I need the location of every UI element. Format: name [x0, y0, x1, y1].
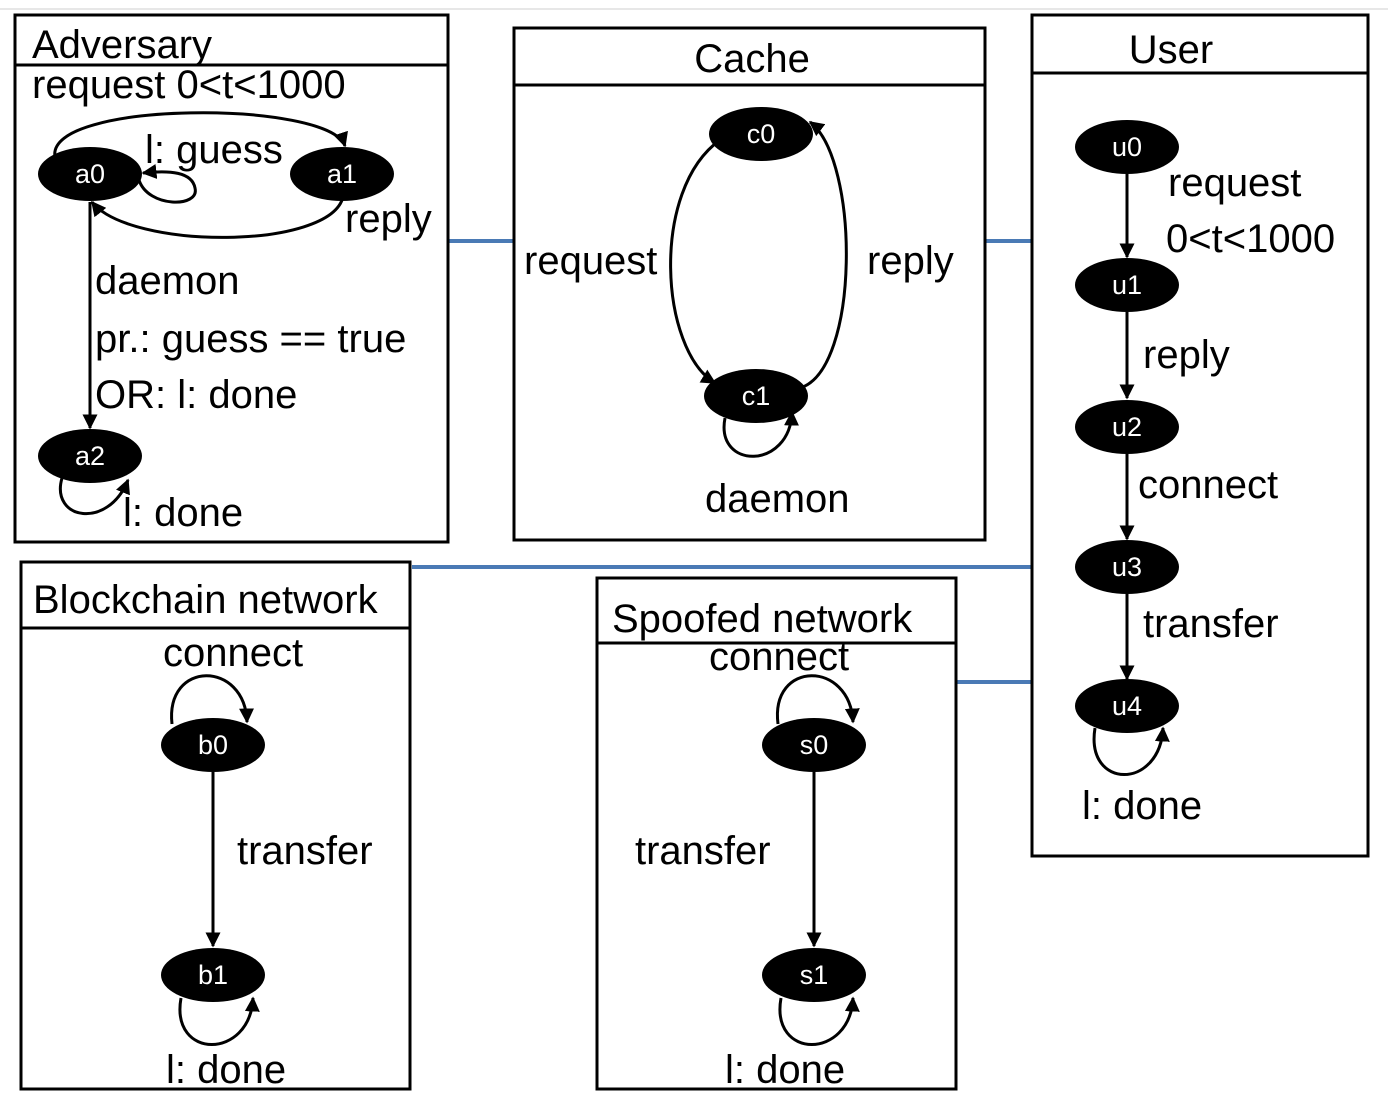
cache-edge-c0-c1-request — [669, 138, 721, 385]
user-title: User — [1129, 28, 1213, 72]
spoofed-state-s1 — [762, 948, 866, 1002]
cache-edge-c1-c0-reply — [799, 120, 848, 390]
cache-box — [512, 26, 987, 542]
user-state-u0 — [1075, 120, 1179, 174]
cache-automaton: Cache c0 c1 request reply daemon — [512, 26, 987, 542]
blockchain-state-b1 — [161, 948, 265, 1002]
spoofed-label-done: l: done — [725, 1048, 845, 1092]
user-label-request: request — [1168, 161, 1301, 205]
spoofed-edge-s1-self-done — [778, 996, 860, 1046]
spoofed-state-s0-label: s0 — [800, 730, 829, 760]
blockchain-label-transfer: transfer — [237, 829, 373, 873]
adversary-state-a0-label: a0 — [75, 159, 105, 189]
user-label-transfer: transfer — [1143, 602, 1279, 646]
cache-label-reply: reply — [867, 239, 954, 283]
user-state-u2 — [1075, 400, 1179, 454]
user-state-u1 — [1075, 258, 1179, 312]
spoofed-automaton: Spoofed network s0 s1 connect transfer l… — [595, 576, 958, 1092]
spoofed-state-s0 — [762, 718, 866, 772]
user-state-u2-label: u2 — [1112, 412, 1142, 442]
blockchain-automaton: Blockchain network b0 b1 connect transfe… — [19, 560, 412, 1092]
spoofed-label-transfer: transfer — [635, 829, 771, 873]
cache-edge-c1-self-daemon — [722, 410, 800, 458]
adversary-label-done: l: done — [123, 491, 243, 535]
adversary-edge-a0-self-guess — [137, 164, 197, 204]
blockchain-label-done: l: done — [166, 1048, 286, 1092]
user-automaton: User u0 u1 u2 u3 u4 request 0<t<1000 rep… — [1030, 13, 1370, 858]
blockchain-label-connect: connect — [163, 631, 303, 675]
adversary-edge-a0-a1-request — [53, 111, 348, 158]
user-state-u0-label: u0 — [1112, 132, 1142, 162]
adversary-label-request: request 0<t<1000 — [32, 63, 346, 107]
adversary-state-a2 — [38, 429, 142, 483]
blockchain-state-b0 — [161, 718, 265, 772]
adversary-edge-a1-a0-reply — [90, 196, 345, 239]
connector-lines — [412, 239, 1032, 684]
blockchain-edge-b1-self-done — [178, 996, 260, 1046]
user-label-done: l: done — [1082, 784, 1202, 828]
adversary-label-reply: reply — [345, 197, 432, 241]
cache-label-daemon: daemon — [705, 477, 850, 521]
blockchain-edge-b0-self-connect — [170, 674, 255, 725]
spoofed-label-connect: connect — [709, 635, 849, 679]
spoofed-edge-s0-self-connect — [776, 674, 860, 725]
user-edge-u4-self-done — [1092, 726, 1170, 776]
spoofed-box — [595, 576, 958, 1091]
blockchain-title: Blockchain network — [33, 578, 379, 622]
spoofed-title: Spoofed network — [612, 597, 913, 641]
adversary-edge-a2-self-done — [58, 477, 130, 516]
blockchain-state-b1-label: b1 — [198, 960, 228, 990]
adversary-label-guess: l: guess — [145, 128, 283, 172]
spoofed-state-s1-label: s1 — [800, 960, 829, 990]
adversary-label-predicate: pr.: guess == true — [95, 317, 406, 361]
user-state-u3-label: u3 — [1112, 552, 1142, 582]
cache-title: Cache — [694, 37, 810, 81]
adversary-state-a1 — [290, 147, 394, 201]
cache-label-request: request — [524, 239, 657, 283]
user-state-u1-label: u1 — [1112, 270, 1142, 300]
adversary-automaton: Adversary a0 a1 a2 request 0<t<1000 l: g… — [13, 13, 450, 544]
cache-state-c1-label: c1 — [742, 381, 771, 411]
cache-state-c1 — [704, 369, 808, 423]
adversary-state-a2-label: a2 — [75, 441, 105, 471]
adversary-label-or-done: OR: l: done — [95, 373, 297, 417]
blockchain-state-b0-label: b0 — [198, 730, 228, 760]
cache-state-c0 — [709, 107, 813, 161]
user-label-guard: 0<t<1000 — [1166, 217, 1335, 261]
user-state-u4-label: u4 — [1112, 691, 1142, 721]
cache-state-c0-label: c0 — [747, 119, 776, 149]
user-state-u4 — [1075, 679, 1179, 733]
adversary-state-a0 — [38, 147, 142, 201]
user-label-reply: reply — [1143, 333, 1230, 377]
user-state-u3 — [1075, 540, 1179, 594]
user-label-connect: connect — [1138, 463, 1278, 507]
adversary-state-a1-label: a1 — [327, 159, 357, 189]
adversary-label-daemon: daemon — [95, 259, 240, 303]
adversary-title: Adversary — [32, 23, 212, 67]
